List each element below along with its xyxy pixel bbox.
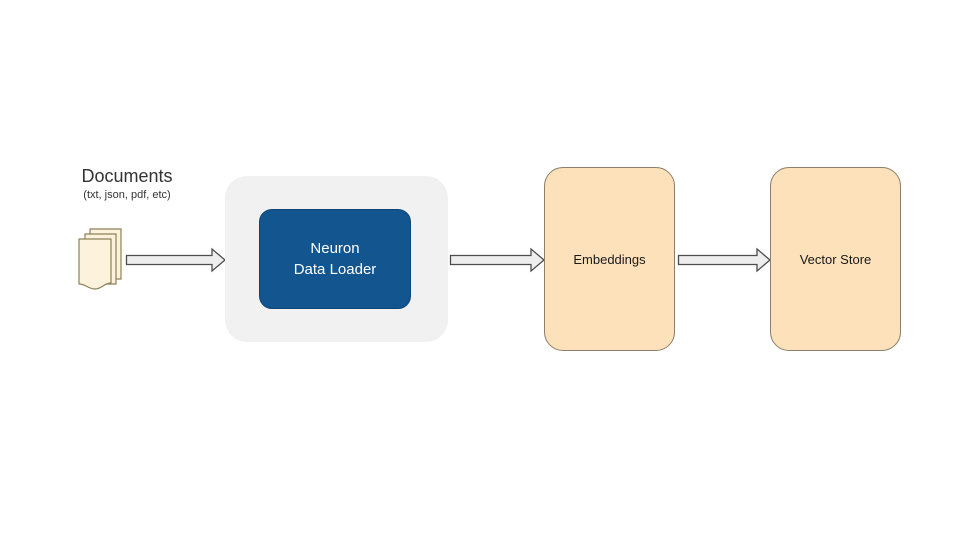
neuron-data-loader-node[interactable]: Neuron Data Loader	[259, 209, 411, 309]
documents-title: Documents	[81, 166, 173, 186]
arrow-embeddings-to-vector-store	[677, 247, 772, 273]
neuron-data-loader-label: Neuron Data Loader	[293, 240, 377, 278]
vector-store-node[interactable]: Vector Store	[770, 167, 901, 351]
arrow-loader-to-embeddings	[449, 247, 546, 273]
documents-subtitle: (txt, json, pdf, etc)	[83, 189, 171, 201]
vector-store-label: Vector Store	[799, 251, 872, 267]
arrow-documents-to-loader	[125, 247, 227, 273]
documents-stack-icon	[76, 227, 128, 291]
documents-node: Documents (txt, json, pdf, etc)	[40, 165, 220, 300]
embeddings-node[interactable]: Embeddings	[544, 167, 675, 351]
embeddings-label: Embeddings	[573, 251, 646, 267]
